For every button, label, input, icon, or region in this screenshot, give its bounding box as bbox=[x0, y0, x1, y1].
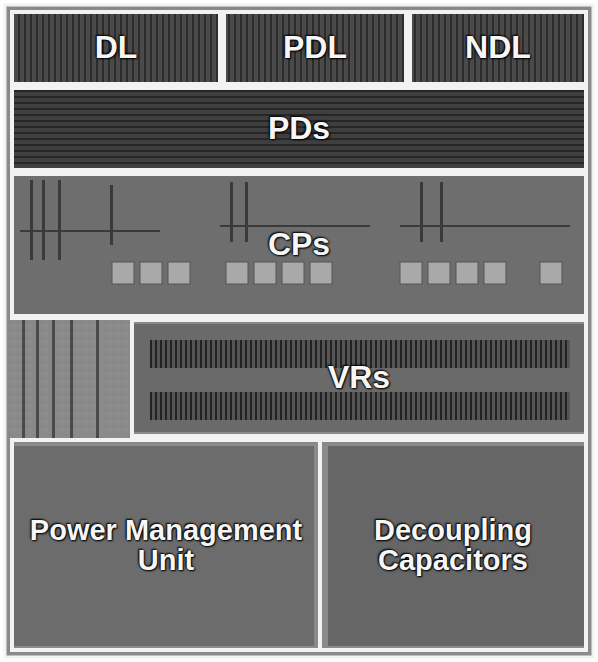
region-label: DL bbox=[89, 29, 144, 67]
regulator-area bbox=[134, 324, 584, 432]
die-region: CPs bbox=[10, 172, 588, 318]
region-label: NDL bbox=[459, 29, 537, 67]
die-region: Decoupling Capacitors bbox=[318, 438, 588, 652]
die-region: NDL bbox=[408, 10, 588, 86]
delay-line-area bbox=[10, 10, 588, 86]
regulator-array bbox=[150, 392, 570, 420]
region-label: PDs bbox=[262, 110, 336, 148]
die-region: DL bbox=[10, 10, 222, 86]
region-label: CPs bbox=[262, 226, 336, 264]
wiring bbox=[22, 320, 99, 440]
charge-pump-area bbox=[10, 176, 588, 314]
region-label: PDL bbox=[277, 29, 353, 67]
die-region: PDs bbox=[10, 86, 588, 172]
region-label: Power Management Unit bbox=[14, 513, 318, 578]
die-ground bbox=[4, 4, 594, 658]
die-region: PDL bbox=[222, 10, 408, 86]
capacitor-cells bbox=[112, 262, 562, 284]
die-region: Power Management Unit bbox=[10, 438, 322, 652]
region-label: VRs bbox=[322, 359, 396, 397]
phase-detector-area bbox=[10, 90, 588, 170]
die-outline bbox=[5, 5, 593, 657]
region-label: Decoupling Capacitors bbox=[322, 513, 584, 578]
die-region: VRs bbox=[130, 318, 588, 438]
